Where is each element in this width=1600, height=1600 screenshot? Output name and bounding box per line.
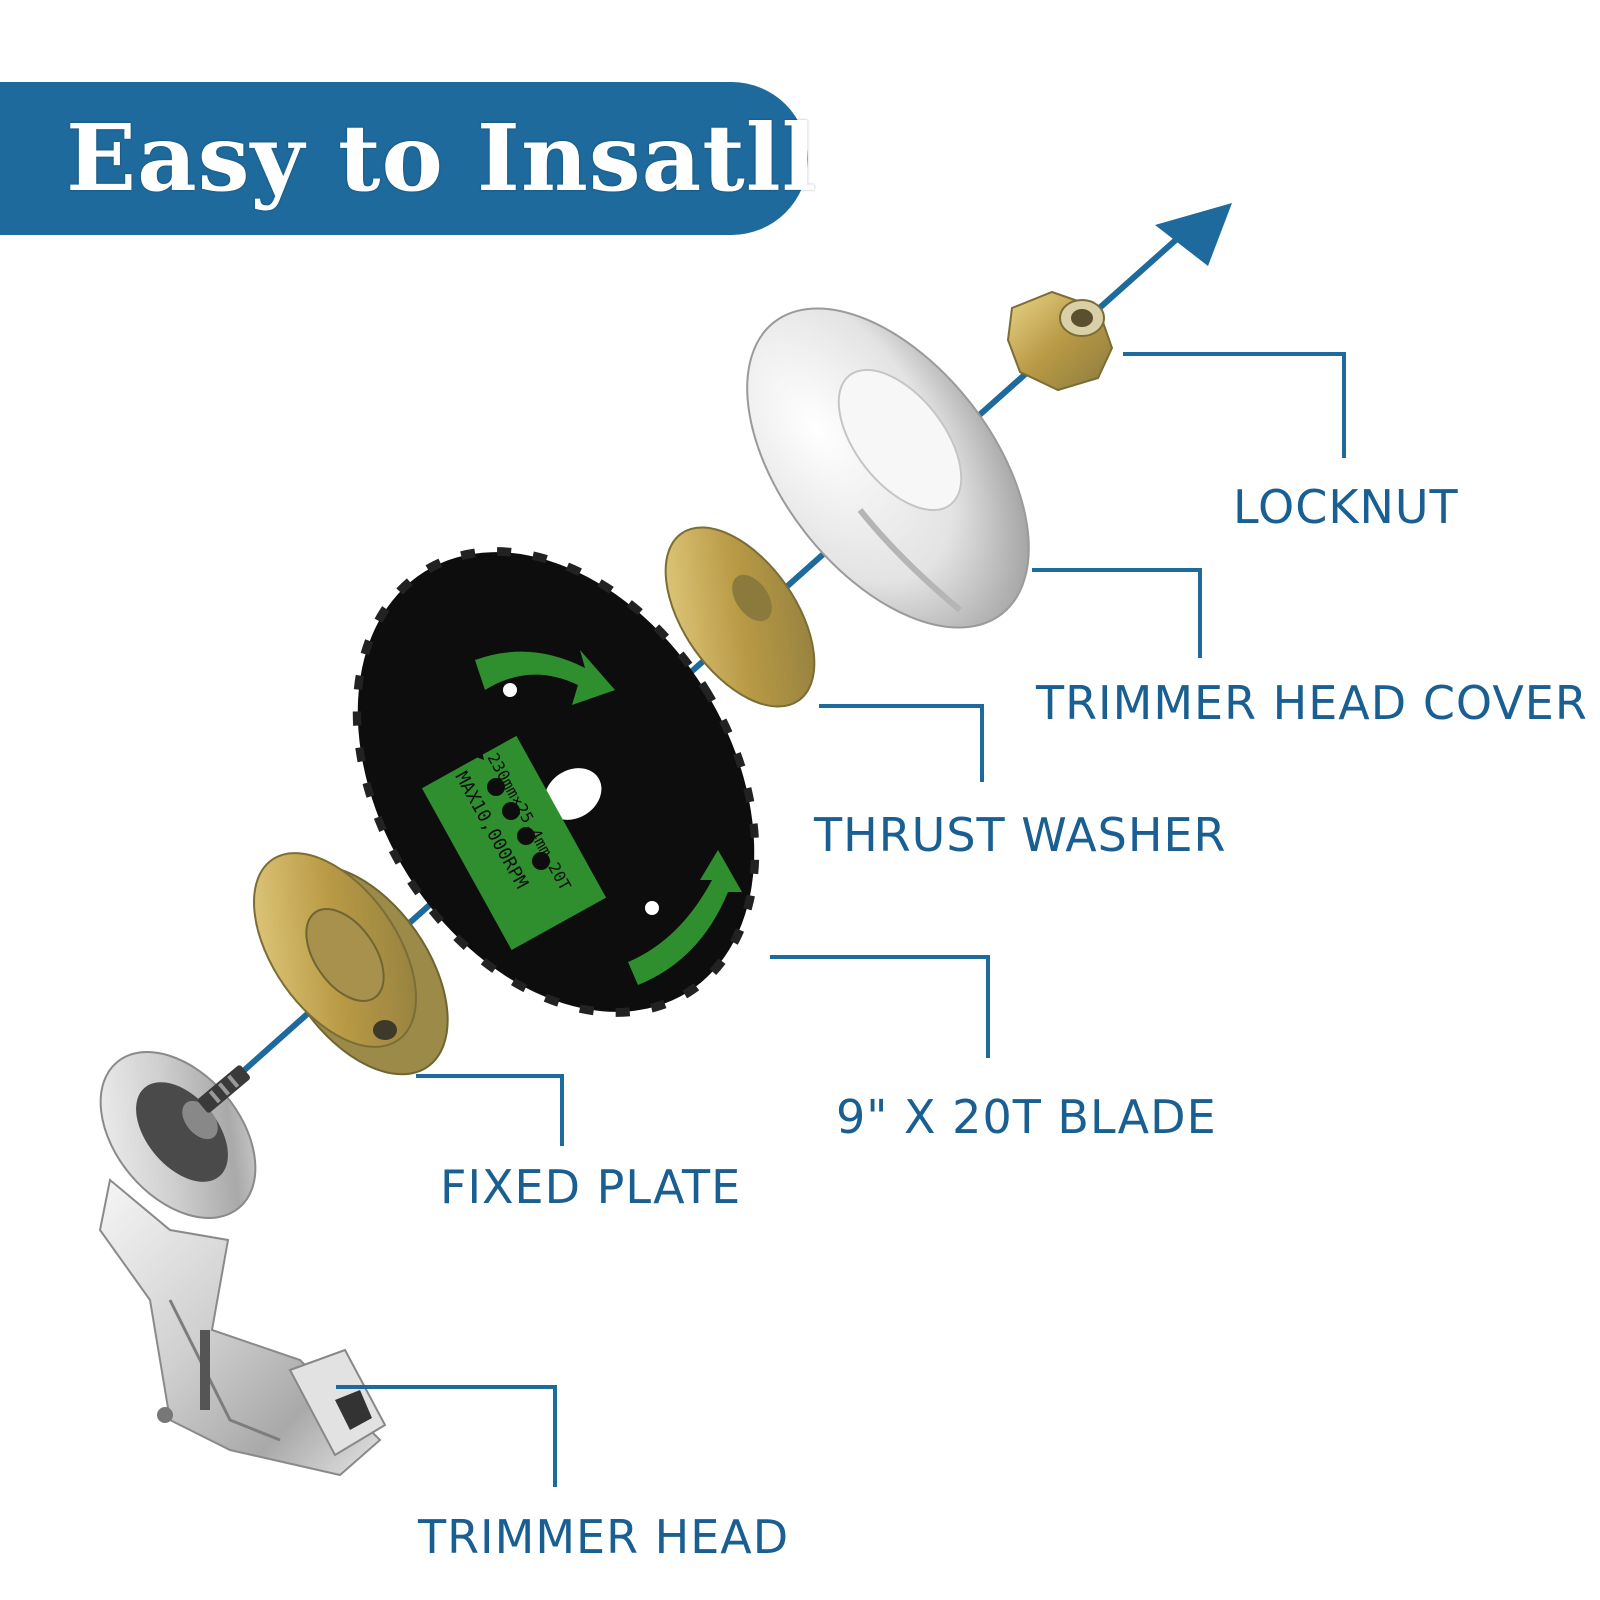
- fixed-plate-part: [253, 852, 449, 1076]
- title-banner: [0, 82, 808, 235]
- leader-line-cover: [1032, 568, 1202, 658]
- leader-line-locknut: [1123, 352, 1346, 458]
- saw-blade-part: 230mm×25.4mm-20T MAX10,000RPM: [352, 547, 760, 1017]
- blade-safety-icons: [468, 742, 550, 870]
- leader-line-trimmer-head: [336, 1385, 557, 1487]
- locknut-part: [1006, 290, 1114, 392]
- leader-line-thrust-washer: [819, 704, 984, 782]
- trimmer-head-part: [98, 1051, 387, 1477]
- label-fixed-plate: FIXED PLATE: [440, 1160, 742, 1214]
- leader-line-fixed-plate: [416, 1074, 564, 1146]
- trimmer-head-cover-part: [746, 307, 1030, 629]
- label-locknut: LOCKNUT: [1233, 480, 1459, 534]
- label-blade: 9" X 20T BLADE: [836, 1090, 1217, 1144]
- banner-title: Easy to Insatll: [66, 104, 818, 212]
- threaded-shaft: [197, 1065, 251, 1113]
- label-trimmer-head-cover: TRIMMER HEAD COVER: [1036, 676, 1588, 730]
- leader-line-blade: [770, 955, 990, 1058]
- label-thrust-washer: THRUST WASHER: [814, 808, 1227, 862]
- thrust-washer-part: [664, 526, 816, 708]
- label-trimmer-head: TRIMMER HEAD: [418, 1510, 790, 1564]
